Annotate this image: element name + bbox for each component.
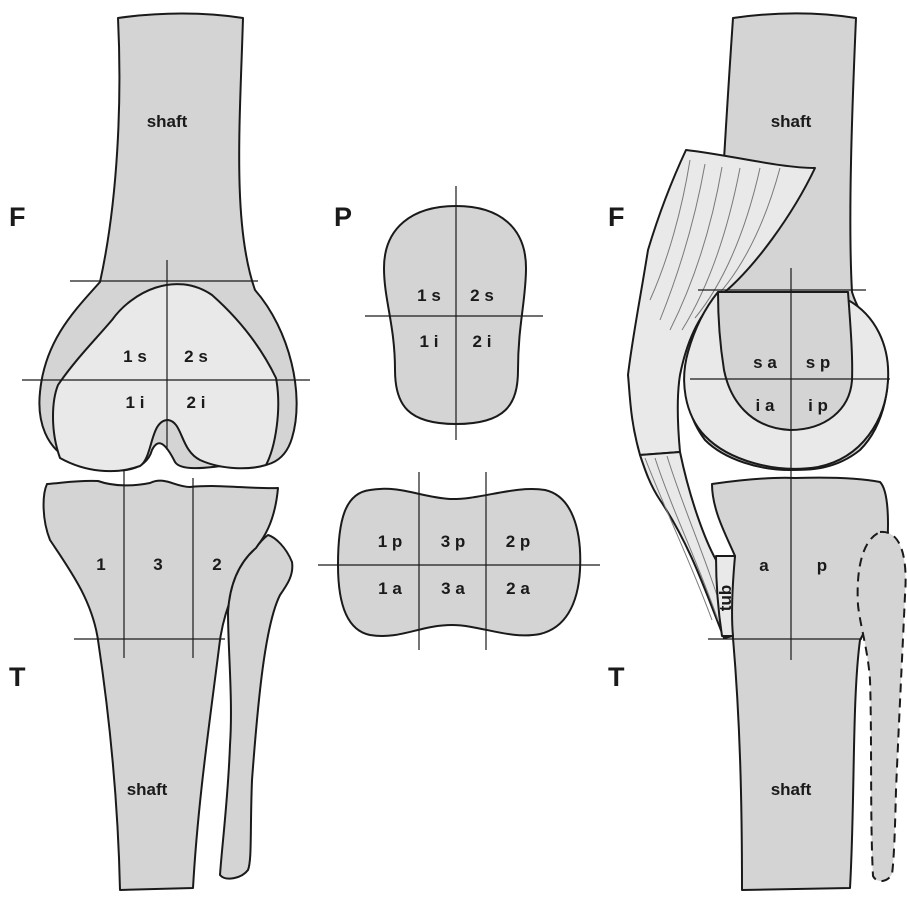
lateral-tibia-letter: T [608,662,625,692]
tibia-shaft-label: shaft [127,780,168,799]
plateau-zone-3p: 3 p [441,532,466,551]
plateau-zone-1p: 1 p [378,532,403,551]
patella-view: P 1 s 2 s 1 i 2 i [334,186,543,440]
tibia-zone-3: 3 [153,555,162,574]
tibia-lateral [712,478,888,890]
frontal-view: F T shaft 1 s 2 s 1 i 2 i 1 3 2 shaft [9,14,310,891]
plateau-zone-2a: 2 a [506,579,530,598]
zone-sa: s a [753,353,777,372]
zone-2i: 2 i [187,393,206,412]
zone-1s: 1 s [123,347,147,366]
tibia-zone-p: p [817,556,827,575]
lateral-tibia-shaft-label: shaft [771,780,812,799]
lateral-femur-letter: F [608,202,625,232]
femur-letter: F [9,202,26,232]
zone-ia: i a [756,396,775,415]
tibial-plateau-view: 1 p 3 p 2 p 1 a 3 a 2 a [318,472,600,650]
tibia-zone-1: 1 [96,555,105,574]
zone-1i: 1 i [126,393,145,412]
tibia-zone-a: a [759,556,769,575]
tuberosity-label: tub [716,585,735,611]
lateral-femur-shaft-label: shaft [771,112,812,131]
patella-zone-1i: 1 i [420,332,439,351]
patella-zone-2i: 2 i [473,332,492,351]
femur-shaft-label: shaft [147,112,188,131]
fibula-lateral [858,532,906,881]
lateral-view: F T shaft s a s p i a i p a p tub shaft [608,14,906,891]
zone-sp: s p [806,353,831,372]
plateau-zone-1a: 1 a [378,579,402,598]
plateau-zone-2p: 2 p [506,532,531,551]
patella-zone-1s: 1 s [417,286,441,305]
patella-zone-2s: 2 s [470,286,494,305]
zone-2s: 2 s [184,347,208,366]
patella-outline [384,206,526,424]
plateau-zone-3a: 3 a [441,579,465,598]
tibia-zone-2: 2 [212,555,221,574]
patella-letter: P [334,202,352,232]
tibia-letter: T [9,662,26,692]
plateau-outline [338,489,580,636]
zone-ip: i p [808,396,828,415]
